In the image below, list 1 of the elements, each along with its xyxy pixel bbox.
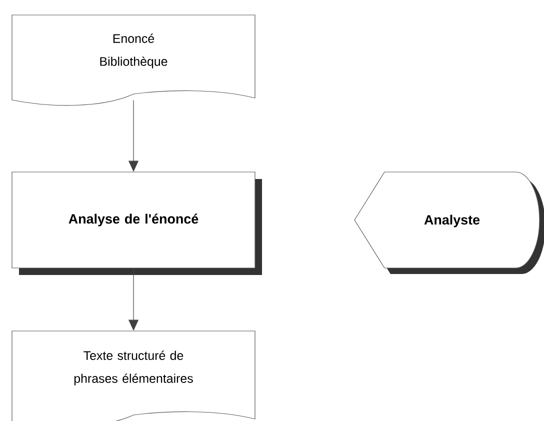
- process-box: Analyse de l'énoncé: [12, 172, 262, 275]
